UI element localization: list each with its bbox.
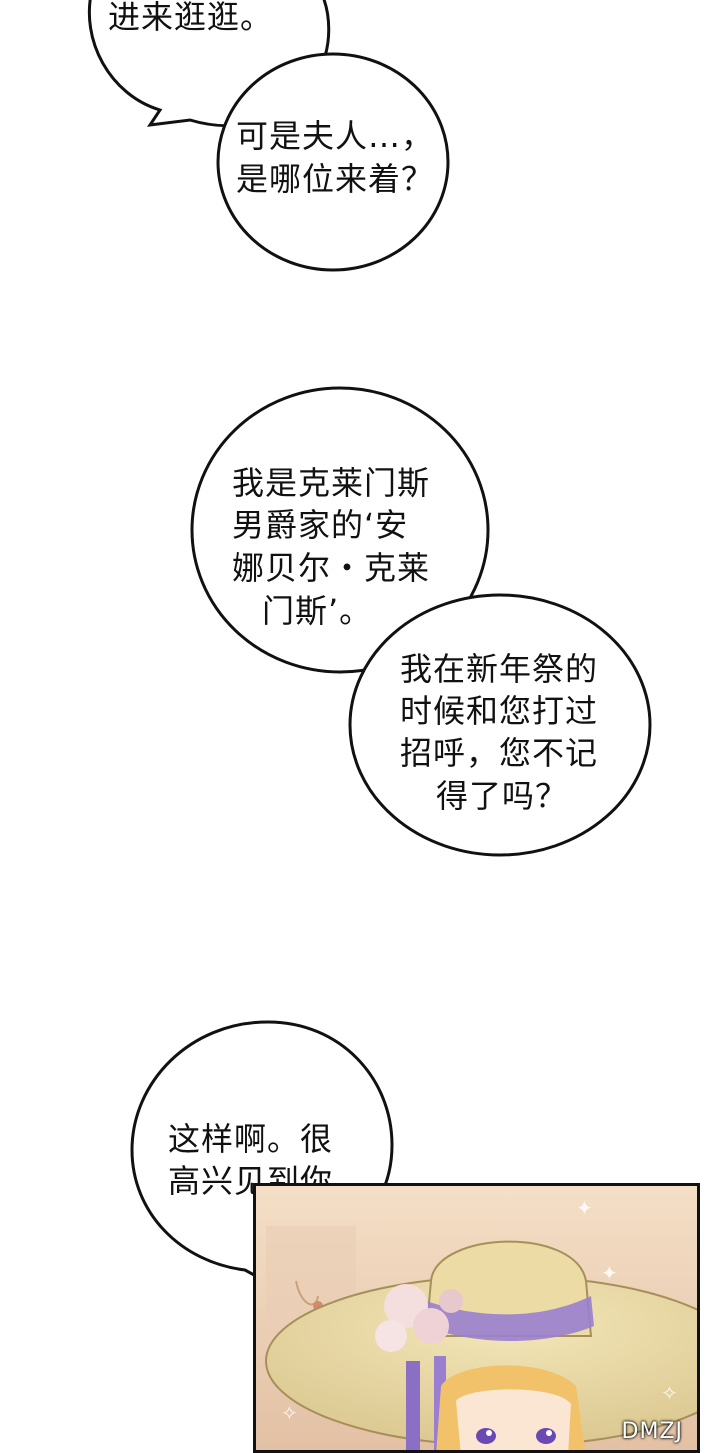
dialogue-line: 这样啊。很 bbox=[168, 1120, 334, 1158]
character-illustration bbox=[256, 1186, 697, 1450]
dialogue-line: 进来逛逛。 bbox=[108, 0, 274, 36]
sparkle-icon: ✦ bbox=[601, 1261, 618, 1285]
speech-bubble-2 bbox=[216, 52, 450, 272]
dialogue-line: 是哪位来着？ bbox=[236, 160, 435, 198]
sparkle-icon: ✧ bbox=[661, 1381, 678, 1405]
sparkle-icon: ✧ bbox=[281, 1401, 298, 1425]
dialogue-line: 时候和您打过 bbox=[400, 692, 599, 730]
comic-panel: ✦ ✦ ✧ ✧ DMZJ bbox=[253, 1183, 700, 1453]
dialogue-line: 招呼，您不记 bbox=[400, 734, 599, 772]
dialogue-line: 我是克莱门斯 bbox=[232, 464, 431, 502]
sparkle-icon: ✦ bbox=[576, 1196, 593, 1220]
speech-bubble-3 bbox=[190, 386, 490, 674]
dialogue-line: 我在新年祭的 bbox=[400, 650, 599, 688]
speech-bubble-4 bbox=[348, 593, 652, 857]
dialogue-line: 得了吗？ bbox=[436, 777, 569, 815]
dialogue-line: 门斯’。 bbox=[262, 592, 373, 630]
dialogue-line: 男爵家的‘安 bbox=[232, 506, 409, 544]
dialogue-line: 可是夫人…， bbox=[236, 117, 435, 155]
dialogue-line: 娜贝尔・克莱 bbox=[232, 549, 431, 587]
watermark-logo: DMZJ bbox=[621, 1419, 683, 1444]
